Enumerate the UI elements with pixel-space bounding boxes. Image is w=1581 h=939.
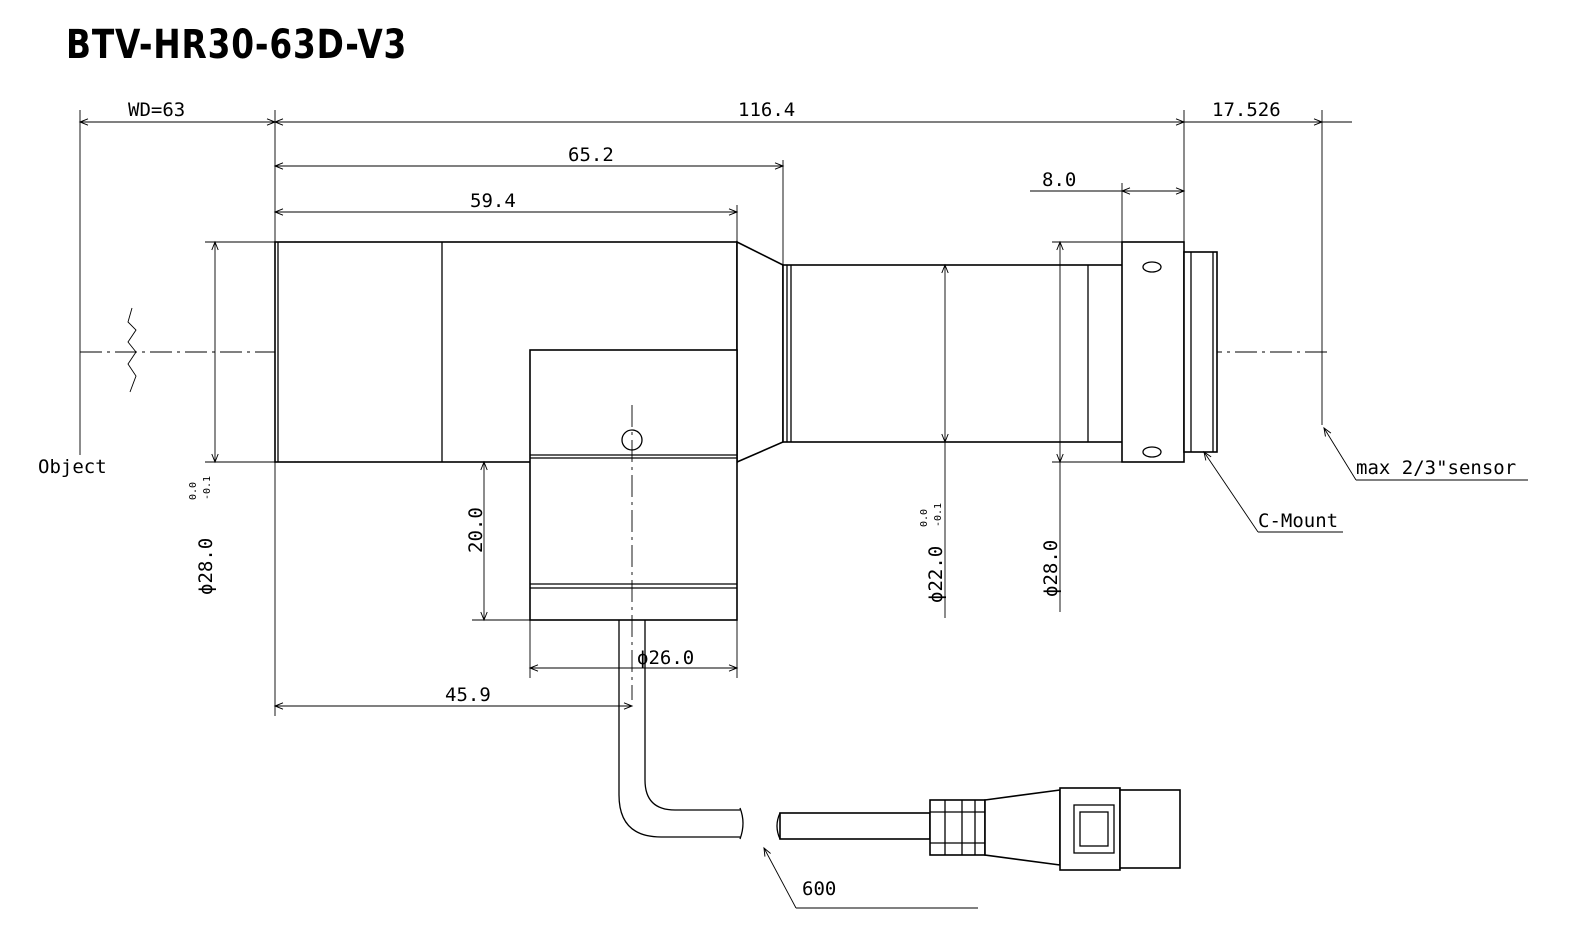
cable-leader xyxy=(763,846,797,909)
mount-screw-top xyxy=(1142,261,1162,273)
backfocus-label: 17.526 xyxy=(1212,99,1281,121)
sensor-leader xyxy=(1323,426,1357,481)
tol-left-upper: 0.0 xyxy=(188,482,199,500)
page-title: BTV-HR30-63D-V3 xyxy=(66,22,408,68)
dia22-label: ϕ22.0 xyxy=(925,546,947,603)
cable-length-label: 600 xyxy=(802,878,836,900)
tol-left-lower: -0.1 xyxy=(202,476,213,500)
length-label: 116.4 xyxy=(738,99,795,121)
dia28-left-label: ϕ28.0 xyxy=(195,538,217,595)
light-cable xyxy=(618,620,740,838)
object-plane-break xyxy=(127,307,137,393)
object-label: Object xyxy=(38,456,107,478)
sensor-label: max 2/3"sensor xyxy=(1356,457,1516,479)
rear-tube xyxy=(782,264,1124,443)
c-mount-thread xyxy=(1183,251,1218,453)
c-mount-label: C-Mount xyxy=(1258,510,1338,532)
dim-8-label: 8.0 xyxy=(1042,169,1076,191)
dim-59-label: 59.4 xyxy=(470,190,516,212)
dim-65-label: 65.2 xyxy=(568,144,614,166)
barrel-taper xyxy=(736,240,784,464)
dia26-label: ϕ26.0 xyxy=(637,647,694,669)
dim-20-label: 20.0 xyxy=(465,507,487,553)
cable-end xyxy=(779,812,931,840)
c-mount-leader xyxy=(1203,450,1259,533)
mount-screw-bottom xyxy=(1142,446,1162,458)
wd-label: WD=63 xyxy=(128,99,185,121)
tol-mid-upper: 0.0 xyxy=(919,509,930,527)
dim-45-label: 45.9 xyxy=(445,684,491,706)
cable-connector xyxy=(929,787,1181,871)
tol-mid-lower: -0.1 xyxy=(933,503,944,527)
illuminator-housing xyxy=(529,349,738,621)
mount-ring xyxy=(1121,241,1185,463)
dia28-right-label: ϕ28.0 xyxy=(1040,540,1062,597)
